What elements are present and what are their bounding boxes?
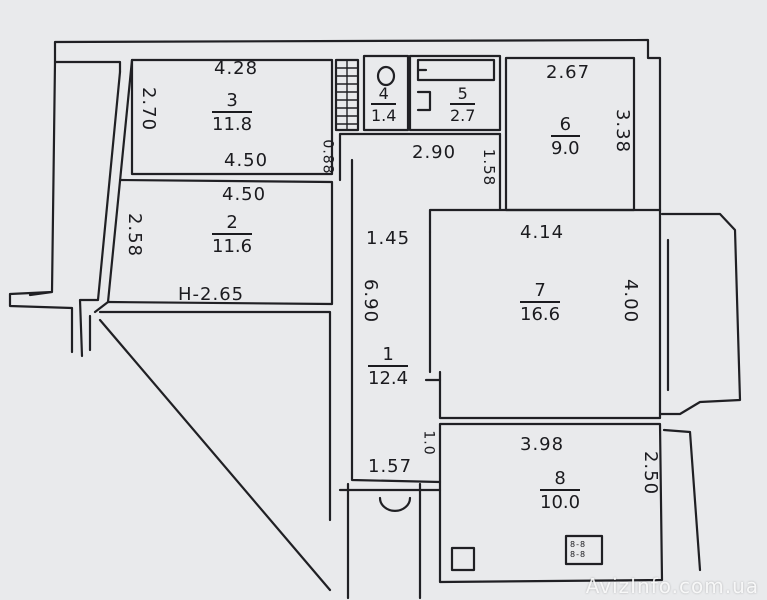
dim-room6-top: 2.67 [546, 62, 591, 83]
room-number: 5 [450, 86, 476, 105]
room-number: 7 [520, 282, 561, 303]
room-2-label: 2 11.6 [212, 214, 253, 257]
hall-walls [338, 132, 502, 484]
dim-room3-side: 2.70 [138, 86, 160, 132]
dim-corridor-small: 0.88 [319, 139, 336, 175]
room-number: 8 [540, 470, 581, 491]
sink-icon [450, 546, 476, 572]
dim-room7-side: 4.00 [620, 278, 642, 324]
dim-entry-width: 1.57 [368, 456, 413, 477]
room-area: 11.6 [212, 236, 253, 257]
watermark: AvizInfo.com.ua [585, 574, 759, 598]
dim-entry-side: 1.0 [420, 430, 437, 456]
outer-wall-left [78, 70, 122, 358]
long-diagonal [98, 318, 332, 592]
dim-room8-side: 2.50 [640, 450, 662, 496]
room-2 [106, 178, 334, 306]
dim-room3-bottom: 4.50 [224, 150, 269, 171]
room-number: 1 [368, 346, 409, 367]
room-6-label: 6 9.0 [551, 116, 580, 158]
dim-room2-bottom: H-2.65 [178, 284, 245, 305]
room-5-label: 5 2.7 [450, 86, 476, 125]
dim-bath-depth: 1.58 [480, 148, 499, 187]
room-8 [438, 422, 664, 584]
room-number: 6 [551, 116, 580, 137]
room-area: 10.0 [540, 492, 581, 513]
dim-room6-side: 3.38 [612, 108, 634, 154]
room-7 [428, 208, 662, 420]
room-4-label: 4 1.4 [371, 86, 397, 125]
room-number: 4 [371, 86, 397, 105]
room-5 [408, 54, 502, 132]
entrance [338, 482, 442, 600]
dim-room2-top: 4.50 [222, 184, 267, 205]
room-area: 1.4 [371, 106, 397, 125]
room-1-label: 1 12.4 [368, 346, 409, 389]
room-number: 2 [212, 214, 253, 235]
stove-label: 8-8 8-8 [570, 540, 587, 559]
room-number: 3 [212, 92, 253, 113]
room-area: 2.7 [450, 106, 476, 125]
room-4 [362, 54, 410, 132]
dim-room2-side: 2.58 [124, 212, 146, 258]
left-balcony [8, 60, 74, 354]
dim-room7-top: 4.14 [520, 222, 565, 243]
room-3 [130, 58, 334, 176]
room-area: 16.6 [520, 304, 561, 325]
room-3-label: 3 11.8 [212, 92, 253, 135]
dim-room8-top: 3.98 [520, 434, 565, 455]
dim-room3-top: 4.28 [214, 58, 259, 79]
wall-bottom-left [88, 300, 332, 522]
room-area: 12.4 [368, 368, 409, 389]
bathtub-icon [416, 58, 496, 82]
right-balcony [658, 212, 742, 416]
room-area: 9.0 [551, 138, 580, 159]
dim-bath-width: 2.90 [412, 142, 457, 163]
dim-hall-width: 1.45 [366, 228, 411, 249]
toilet-icon [376, 65, 396, 87]
outer-wall-top [53, 38, 662, 212]
room-8-label: 8 10.0 [540, 470, 581, 513]
room-area: 11.8 [212, 114, 253, 135]
room-7-label: 7 16.6 [520, 282, 561, 325]
dim-hall-length: 6.90 [360, 278, 382, 324]
stove-icon [564, 534, 604, 566]
